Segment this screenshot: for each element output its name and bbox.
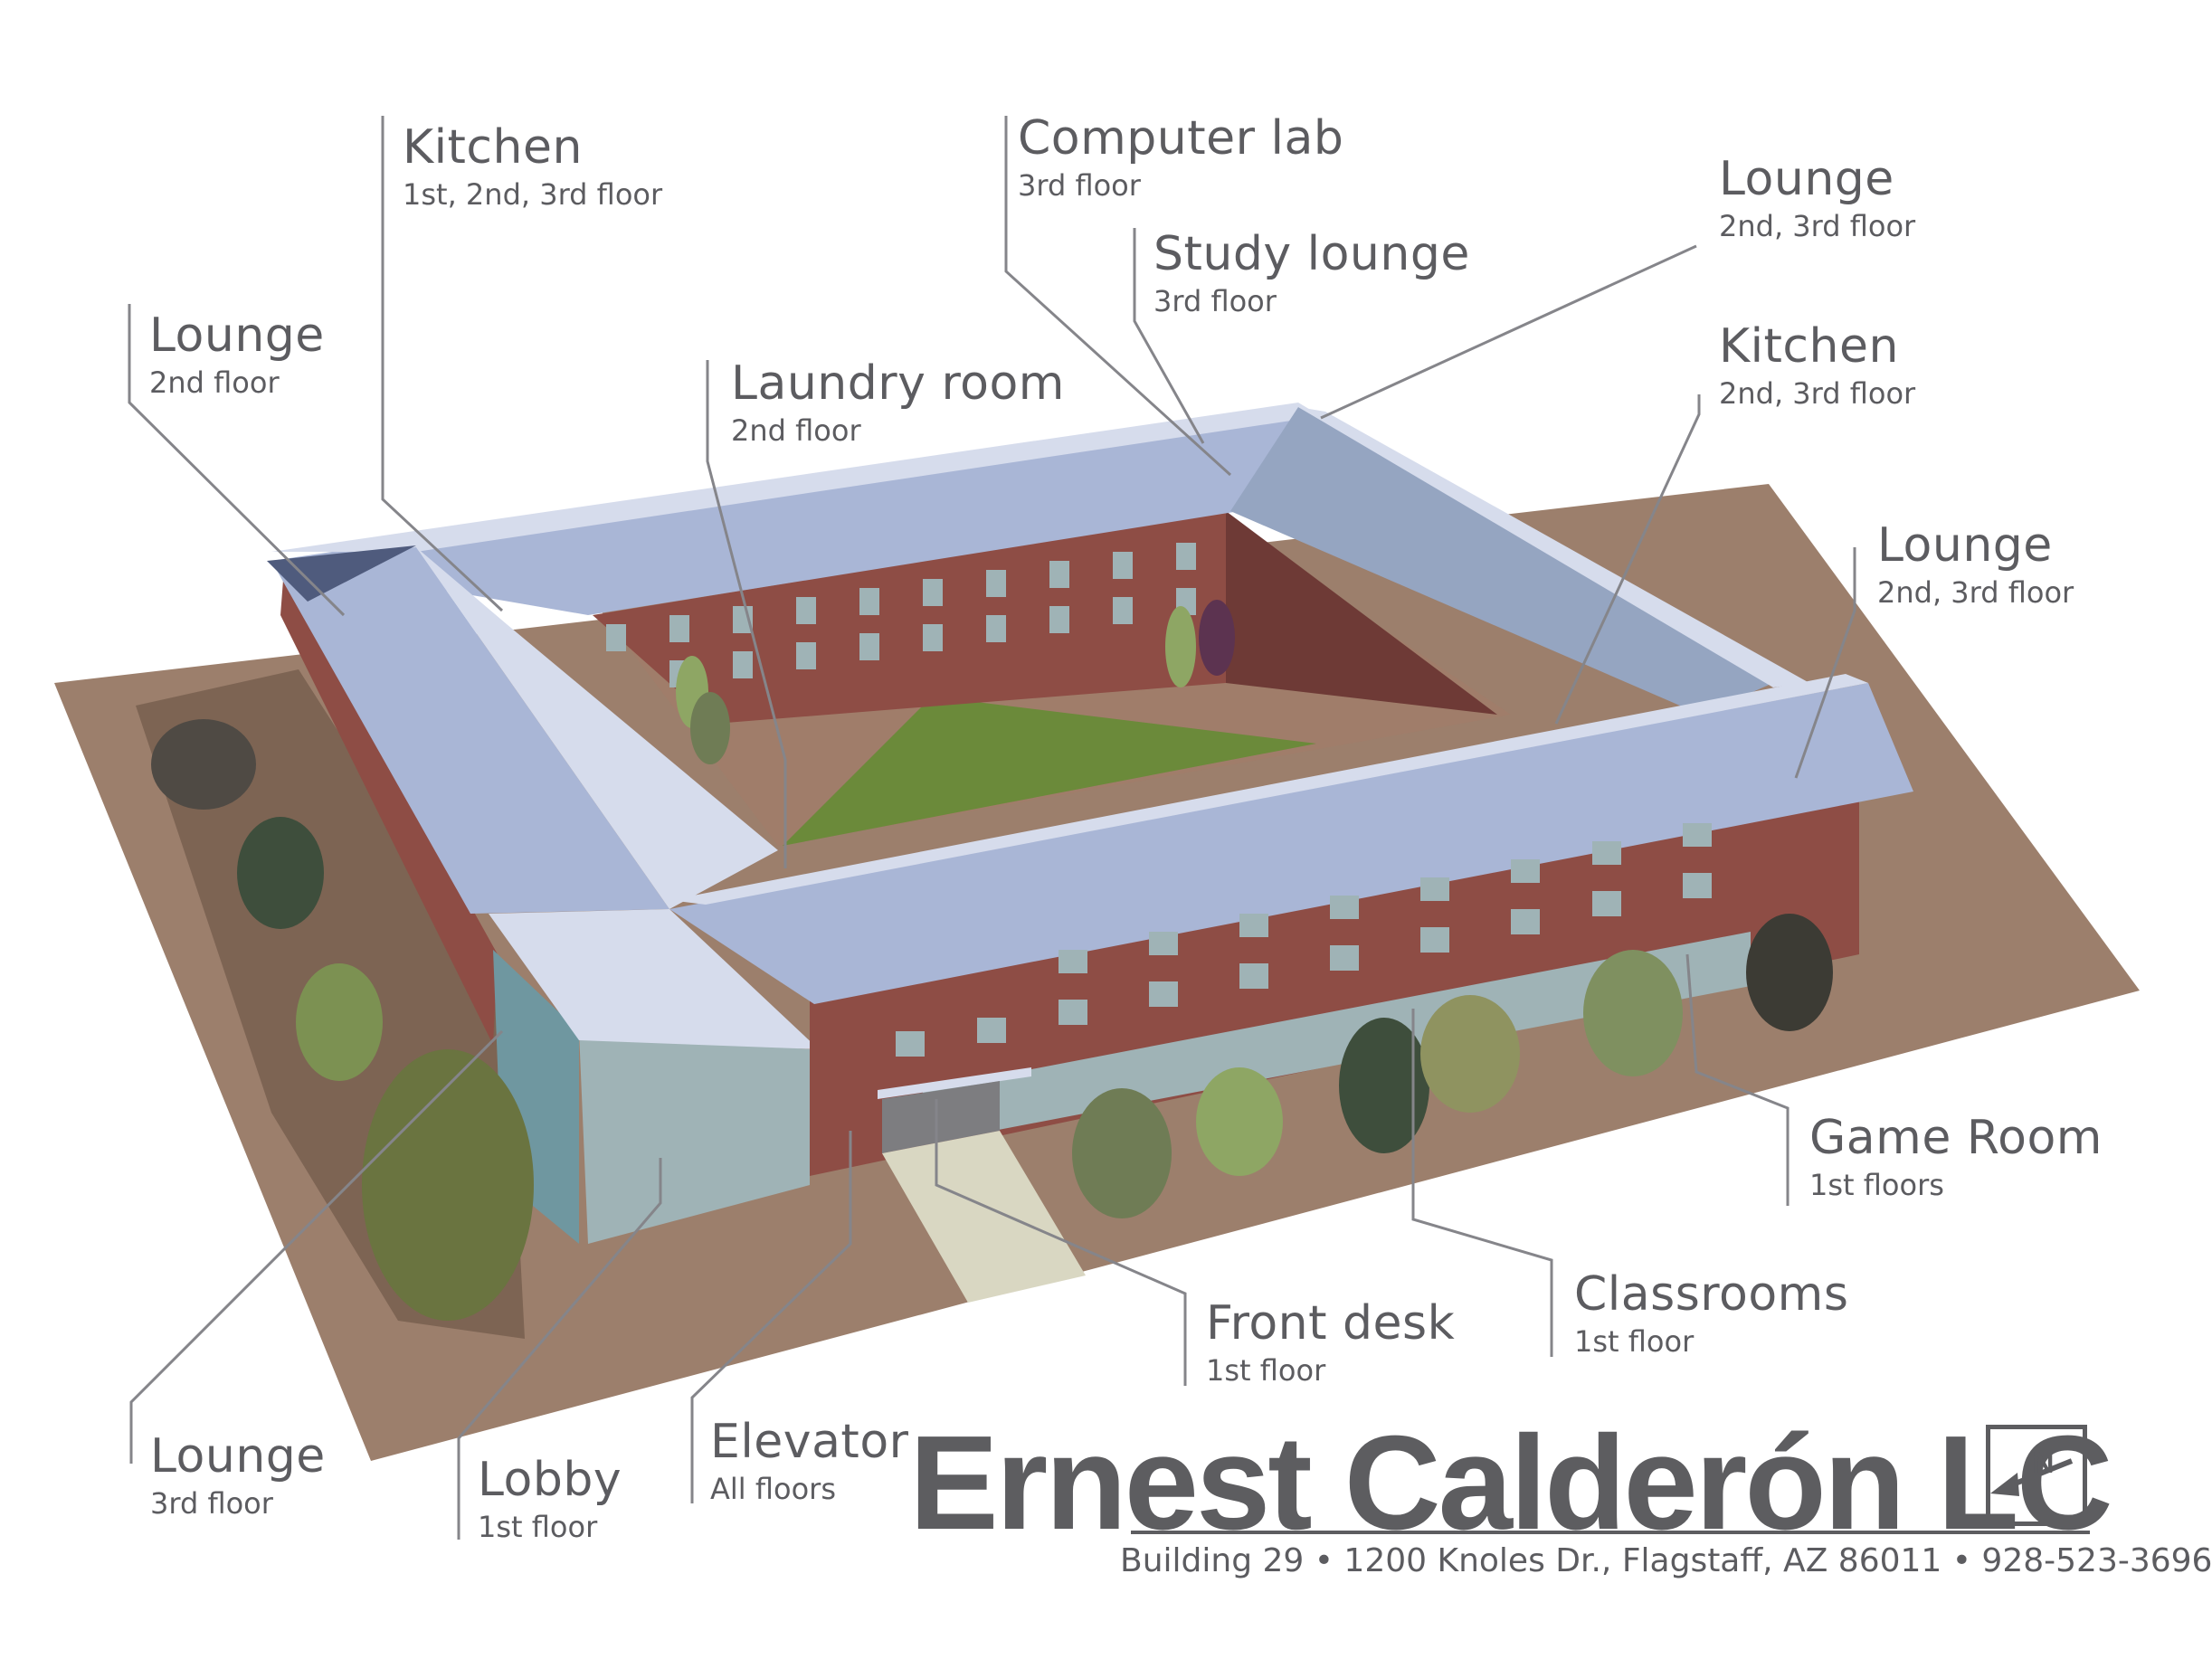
callout-title: Computer lab <box>1018 111 1344 166</box>
callout-floor: 2nd floor <box>731 413 861 448</box>
callout-lobby: Lobby 1st floor <box>478 1455 622 1545</box>
leader-lines <box>128 116 1856 1540</box>
callout-kitchen-1: Kitchen 1st, 2nd, 3rd floor <box>403 122 662 213</box>
roof-east <box>1230 407 1773 715</box>
callout-floor: 1st floor <box>1574 1324 1695 1359</box>
callout-floor: 2nd, 3rd floor <box>1877 575 2074 610</box>
callout-floor: 3rd floor <box>150 1486 273 1521</box>
roof-west <box>271 547 669 914</box>
lobby-glass-front <box>579 1031 810 1244</box>
wall-west-outer <box>280 556 498 1045</box>
callout-title: Front desk <box>1206 1296 1456 1351</box>
divider <box>1131 1531 2090 1534</box>
north-compass: N <box>1986 1425 2087 1526</box>
roof-south-edge <box>669 674 1868 905</box>
trees <box>151 600 1833 1321</box>
callout-floor: 1st floor <box>1206 1353 1326 1388</box>
callout-game-room: Game Room 1st floors <box>1809 1113 2103 1203</box>
roof-east-edge <box>1298 407 1809 687</box>
callout-title: Laundry room <box>731 356 1065 411</box>
callout-floor: 3rd floor <box>1018 168 1141 203</box>
lobby-roof <box>489 909 819 1049</box>
roof-west-tip <box>267 545 416 602</box>
callout-floor: All floors <box>710 1472 836 1506</box>
callout-title: Lounge <box>149 308 325 363</box>
callout-classrooms: Classrooms 1st floor <box>1574 1269 1848 1360</box>
callout-title: Lobby <box>478 1453 622 1507</box>
callout-lounge-ne: Lounge 2nd, 3rd floor <box>1719 154 1915 244</box>
callout-computer-lab: Computer lab 3rd floor <box>1018 113 1343 204</box>
roof-west-light <box>416 547 778 909</box>
callout-title: Kitchen <box>403 120 583 175</box>
building-name: Ernest Calderón LC <box>909 1408 2113 1558</box>
callout-floor: 3rd floor <box>1153 284 1277 318</box>
callout-lounge-nw: Lounge 2nd floor <box>149 310 325 401</box>
callout-title: Lounge <box>1719 152 1894 206</box>
roof-north-top <box>271 403 1321 552</box>
windows <box>606 543 1712 1057</box>
entrance-canopy <box>878 1067 1031 1099</box>
callout-title: Kitchen <box>1719 319 1899 374</box>
callout-floor: 2nd floor <box>149 365 280 400</box>
callout-title: Lounge <box>150 1429 326 1484</box>
callout-title: Classrooms <box>1574 1267 1849 1322</box>
callout-title: Study lounge <box>1153 227 1470 281</box>
inner-wall-east <box>1226 511 1497 715</box>
compass-label: N <box>2032 1446 2055 1480</box>
callout-floor: 2nd, 3rd floor <box>1719 209 1916 243</box>
callout-floor: 1st, 2nd, 3rd floor <box>403 177 663 212</box>
callout-lounge-sw: Lounge 3rd floor <box>150 1431 326 1522</box>
callout-title: Lounge <box>1877 518 2053 573</box>
callout-title: Game Room <box>1809 1111 2103 1165</box>
entrance-opening <box>882 1081 1000 1153</box>
courtyard-grass <box>783 697 1316 846</box>
callout-elevator: Elevator All floors <box>710 1417 909 1507</box>
callout-kitchen-2: Kitchen 2nd, 3rd floor <box>1719 321 1915 412</box>
address-line: Building 29 • 1200 Knoles Dr., Flagstaff… <box>1120 1542 2212 1579</box>
compass-arrow <box>1990 1458 2074 1496</box>
roof-south <box>669 683 1913 1004</box>
callout-front-desk: Front desk 1st floor <box>1206 1298 1455 1389</box>
callout-floor: 1st floor <box>478 1510 598 1544</box>
walkway <box>882 1131 1086 1303</box>
callout-floor: 1st floors <box>1809 1168 1944 1202</box>
roof-north <box>271 407 1298 615</box>
callout-floor: 2nd, 3rd floor <box>1719 376 1916 411</box>
callout-study-lounge: Study lounge 3rd floor <box>1153 229 1470 319</box>
callout-title: Elevator <box>710 1415 909 1469</box>
brand-block: Ernest Calderón LC <box>909 1411 2113 1556</box>
callout-laundry-room: Laundry room 2nd floor <box>731 358 1065 449</box>
callout-lounge-e: Lounge 2nd, 3rd floor <box>1877 520 2074 611</box>
